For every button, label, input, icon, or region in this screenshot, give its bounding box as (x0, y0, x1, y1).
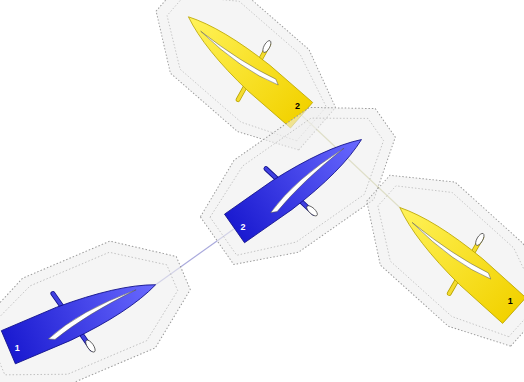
boat: 1 (374, 179, 524, 339)
position-number: 2 (293, 101, 303, 111)
position-number: 1 (505, 296, 515, 306)
boat-outline (374, 179, 524, 339)
boat: 1 (0, 251, 174, 382)
position-number: 2 (238, 222, 248, 232)
boat: 2 (211, 109, 385, 259)
boat-outline (211, 109, 385, 259)
position-number: 1 (12, 343, 22, 353)
boat-outline (0, 251, 174, 382)
